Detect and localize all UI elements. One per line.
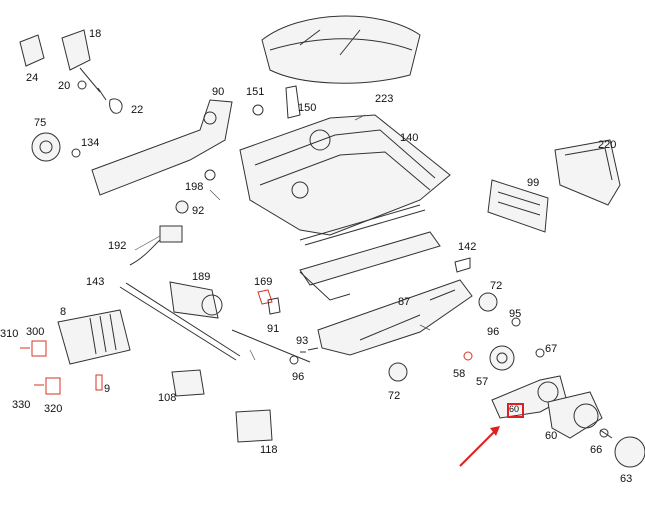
gear-75-part[interactable] bbox=[31, 132, 61, 162]
label-192: 192 bbox=[108, 240, 127, 252]
label-9: 9 bbox=[104, 383, 111, 395]
label-108: 108 bbox=[158, 392, 177, 404]
buckle-24-part[interactable] bbox=[19, 34, 45, 67]
label-96b: 96 bbox=[292, 371, 305, 383]
label-67: 67 bbox=[545, 343, 558, 355]
label-169: 169 bbox=[254, 276, 273, 288]
pointer-arrow bbox=[459, 426, 500, 467]
switch-module-99-part[interactable] bbox=[487, 179, 549, 233]
cross-tube-141-part[interactable] bbox=[299, 231, 441, 301]
label-58: 58 bbox=[453, 368, 466, 380]
label-66: 66 bbox=[590, 444, 603, 456]
label-300: 300 bbox=[26, 326, 45, 338]
label-18: 18 bbox=[89, 28, 102, 40]
label-8: 8 bbox=[60, 306, 67, 318]
control-module-220-part[interactable] bbox=[554, 139, 621, 206]
label-91: 91 bbox=[267, 323, 280, 335]
label-95: 95 bbox=[509, 308, 522, 320]
side-rail-90-part[interactable] bbox=[91, 99, 233, 196]
label-87: 87 bbox=[398, 296, 411, 308]
label-198: 198 bbox=[185, 181, 204, 193]
label-92: 92 bbox=[192, 205, 205, 217]
motor-cable-192-part[interactable] bbox=[129, 225, 183, 266]
label-60: 60 bbox=[545, 430, 558, 442]
label-320: 320 bbox=[44, 403, 63, 415]
label-118: 118 bbox=[260, 444, 278, 456]
handle-60b-part[interactable] bbox=[547, 391, 603, 439]
label-20: 20 bbox=[58, 80, 71, 92]
label-99: 99 bbox=[527, 177, 540, 189]
label-75: 75 bbox=[34, 117, 47, 129]
label-330: 330 bbox=[12, 399, 31, 411]
label-24: 24 bbox=[26, 72, 39, 84]
motor-189-part[interactable] bbox=[169, 281, 223, 319]
label-96: 96 bbox=[487, 326, 500, 338]
label-57: 57 bbox=[476, 376, 489, 388]
label-223: 223 bbox=[375, 93, 394, 105]
seat-frame-part[interactable] bbox=[239, 114, 451, 246]
control-unit-8-part[interactable] bbox=[57, 309, 131, 365]
label-310: 310 bbox=[0, 328, 19, 340]
label-143: 143 bbox=[86, 276, 105, 288]
label-142: 142 bbox=[458, 241, 477, 253]
label-140: 140 bbox=[400, 132, 419, 144]
label-72b: 72 bbox=[388, 390, 401, 402]
label-220: 220 bbox=[598, 139, 617, 151]
relay-118-part[interactable] bbox=[235, 409, 273, 443]
label-150: 150 bbox=[298, 102, 317, 114]
highlight-box[interactable] bbox=[507, 403, 524, 418]
label-151: 151 bbox=[246, 86, 265, 98]
label-134: 134 bbox=[81, 137, 100, 149]
label-60-highlighted[interactable]: 60 bbox=[509, 404, 520, 414]
label-63: 63 bbox=[620, 473, 633, 485]
label-93: 93 bbox=[296, 335, 309, 347]
seatbelt-buckle-18-part[interactable] bbox=[61, 29, 107, 101]
label-22: 22 bbox=[131, 104, 144, 116]
label-90: 90 bbox=[212, 86, 225, 98]
side-trim-87-part[interactable] bbox=[317, 279, 473, 356]
switch-108-part[interactable] bbox=[171, 369, 205, 397]
seat-cushion-part[interactable] bbox=[261, 15, 421, 84]
label-189: 189 bbox=[192, 271, 211, 283]
label-72: 72 bbox=[490, 280, 503, 292]
